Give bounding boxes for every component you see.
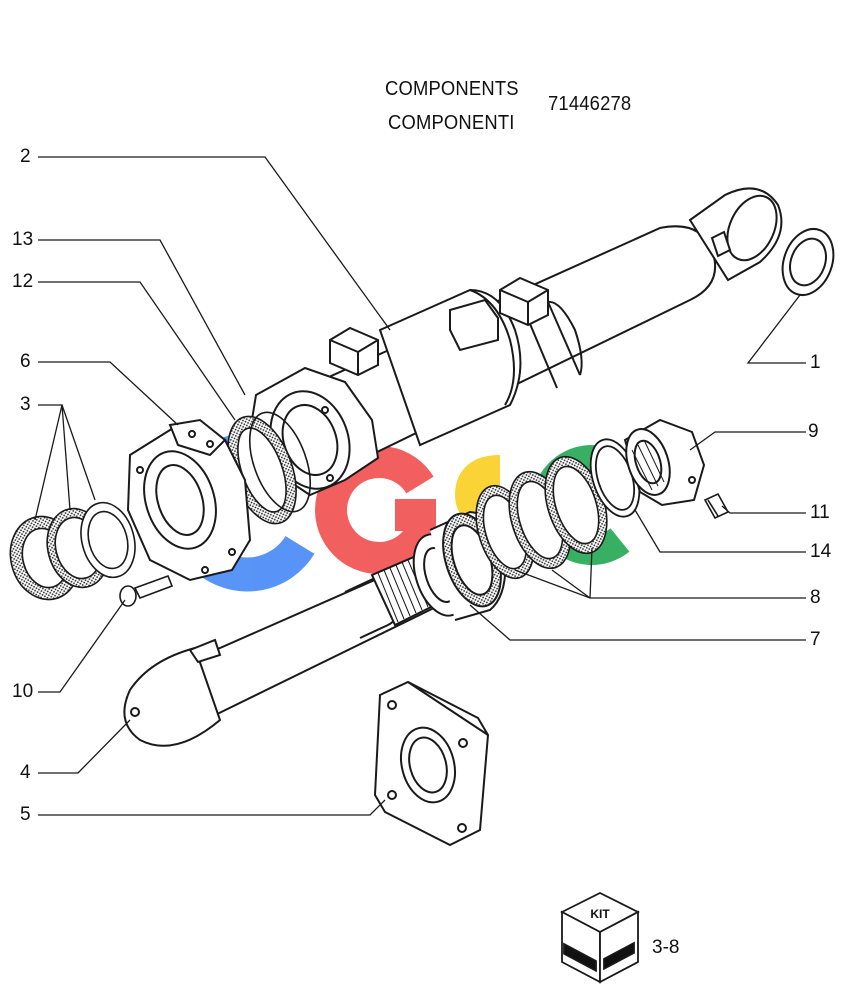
callout-12: 12 — [12, 271, 34, 292]
cylinder-head — [126, 418, 252, 582]
seal-rings-3 — [9, 501, 136, 601]
callout-5: 5 — [20, 804, 31, 825]
callout-2: 2 — [20, 146, 31, 167]
leader-lines — [34, 156, 806, 816]
screw-10 — [119, 574, 174, 607]
callout-11: 11 — [810, 502, 830, 523]
callout-3: 3 — [20, 394, 31, 415]
kit-badge: KIT — [560, 891, 640, 984]
piston — [412, 510, 507, 621]
title-components: COMPONENTS — [385, 78, 519, 100]
grub-screw-11 — [703, 492, 730, 520]
cylinder-barrel — [248, 187, 783, 497]
o-ring-14 — [589, 438, 641, 518]
title-componenti: COMPONENTI — [388, 112, 515, 134]
callout-9: 9 — [808, 421, 819, 442]
callout-13: 13 — [12, 229, 34, 250]
kit-page-ref: 3-8 — [652, 937, 680, 958]
flange-plate-5 — [373, 680, 490, 847]
kit-label: KIT — [590, 907, 610, 921]
callout-6: 6 — [20, 351, 31, 372]
callout-14: 14 — [810, 541, 832, 562]
part-number: 71446278 — [548, 93, 632, 115]
piston-seals-8 — [475, 455, 608, 580]
callout-8: 8 — [810, 587, 821, 608]
callout-10: 10 — [12, 681, 34, 702]
callout-4: 4 — [20, 762, 31, 783]
bushing-ring — [781, 228, 835, 296]
callout-1: 1 — [810, 352, 821, 373]
callout-7: 7 — [810, 629, 821, 650]
nut-9 — [623, 418, 706, 507]
